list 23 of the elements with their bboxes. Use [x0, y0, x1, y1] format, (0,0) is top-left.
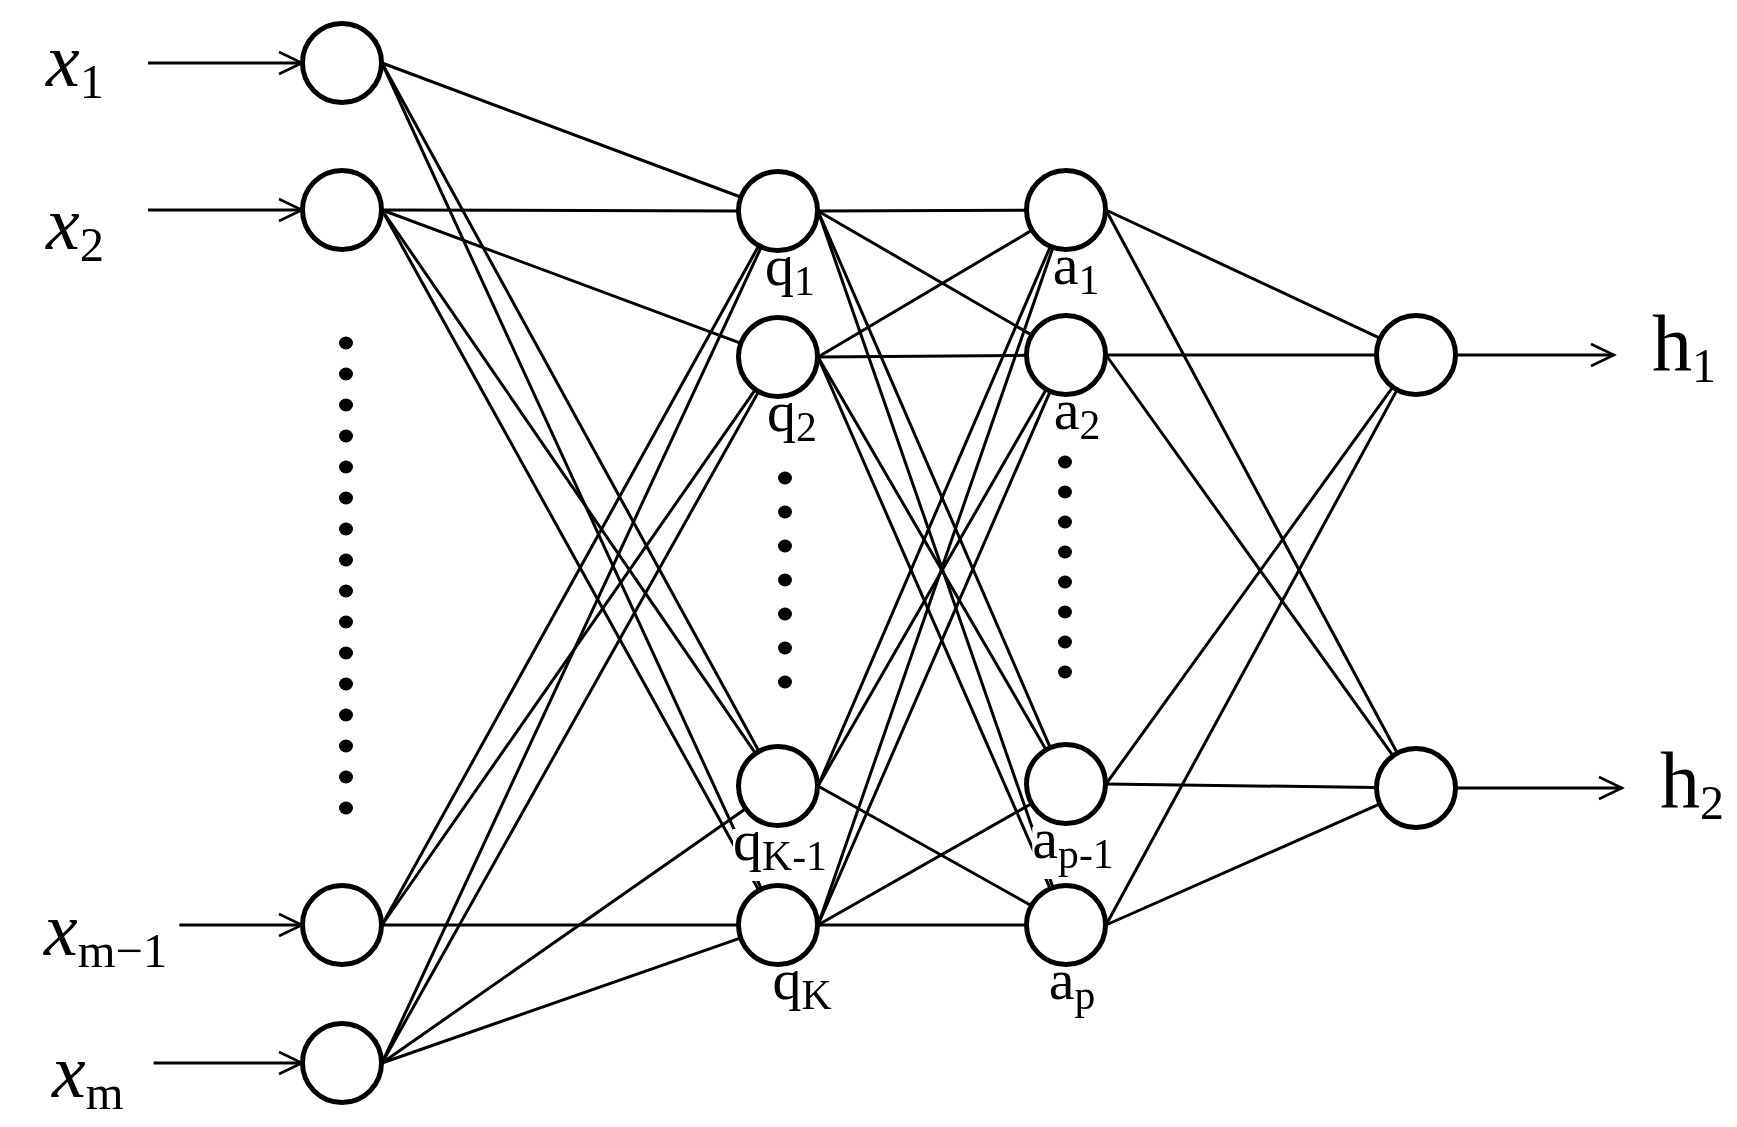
neuron-label: q$_{K-1}$ [733, 829, 827, 882]
connection-line [817, 802, 1032, 927]
connection-line [382, 208, 738, 213]
variable-label: x$_{m}$ [52, 1033, 124, 1109]
neuron-label: a$_{p-1}$ [1032, 827, 1114, 880]
arrow [1456, 342, 1616, 368]
arrow [1456, 775, 1624, 801]
variable-label: x$_{1}$ [46, 22, 105, 98]
connection-line [818, 923, 1026, 927]
variable-label: x$_{2}$ [46, 185, 105, 261]
connection-line [818, 208, 1026, 213]
connection-line [1105, 802, 1380, 927]
connection-line [1105, 782, 1376, 789]
variable-label: h$_{1}$ [1652, 303, 1716, 383]
connection-line [817, 784, 1032, 907]
connection-line [1106, 353, 1376, 357]
connection-line [817, 209, 1033, 337]
variable-label: h$_{2}$ [1660, 740, 1724, 820]
connection-line [1105, 208, 1381, 340]
connection-line [381, 936, 741, 1065]
connection-line [818, 353, 1026, 359]
connection-line [382, 923, 738, 927]
variable-label: x$_{m−1}$ [44, 891, 168, 967]
